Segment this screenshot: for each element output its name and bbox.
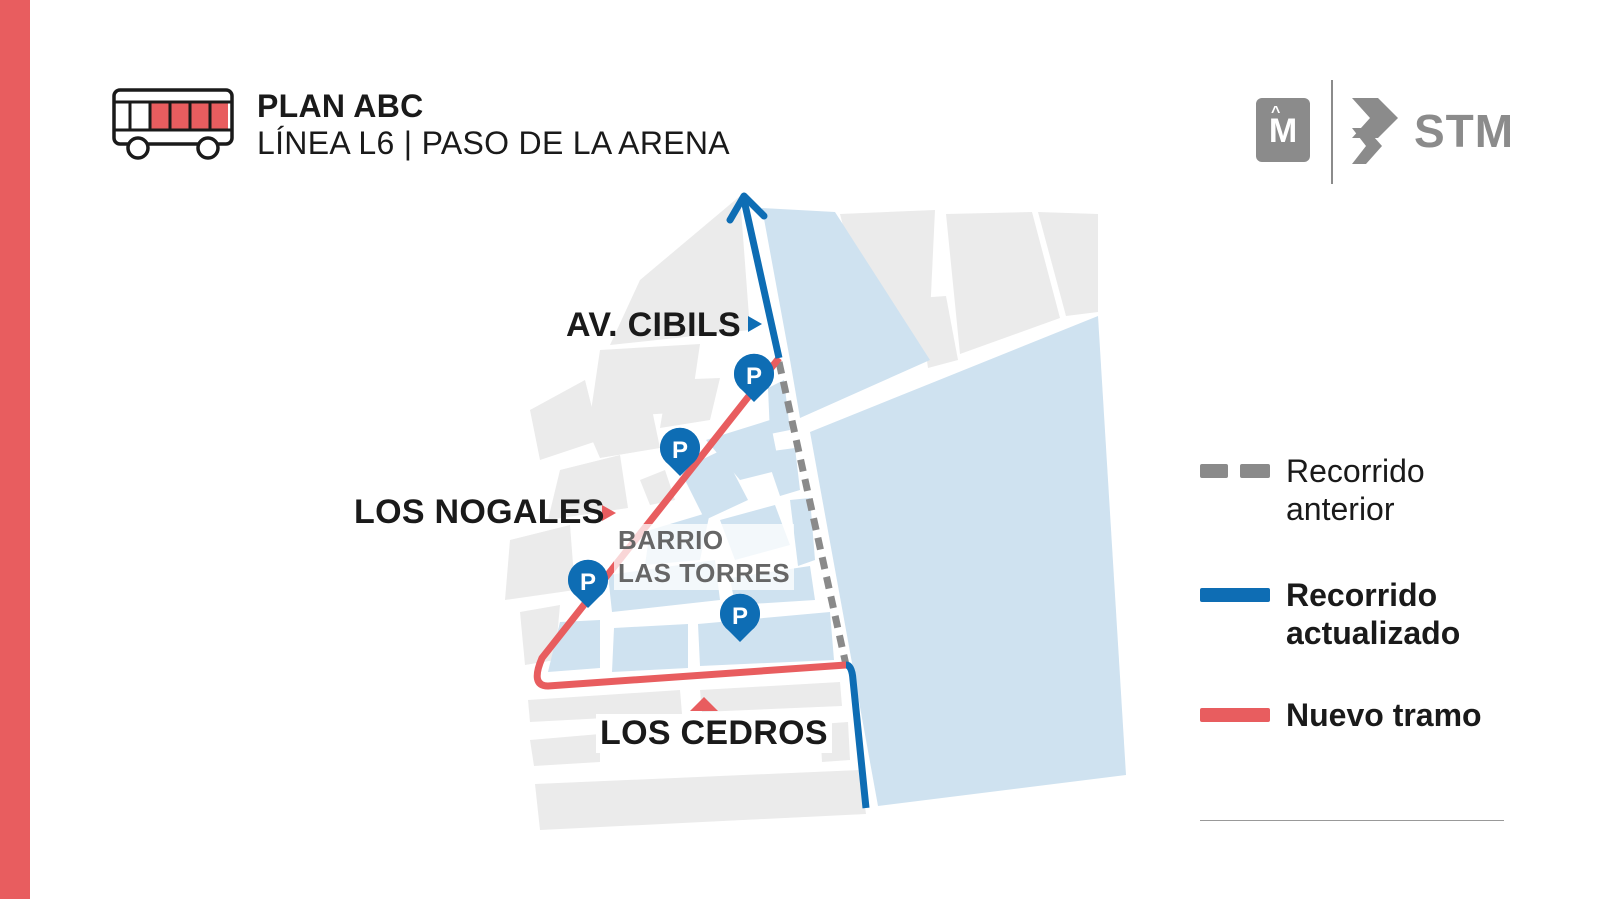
stm-chevron-icon — [1352, 98, 1398, 164]
stm-logo: ^ M STM — [1256, 80, 1513, 184]
stop-marker[interactable]: P — [734, 322, 774, 402]
legend-label-updated-2: actualizado — [1286, 615, 1461, 651]
label-barrio: BARRIO LAS TORRES — [614, 524, 795, 590]
label-los-cedros: LOS CEDROS — [596, 714, 832, 753]
pointer-los-cedros-icon — [690, 697, 718, 711]
legend-label-new: Nuevo tramo — [1286, 697, 1482, 733]
stop-marker[interactable]: P — [720, 593, 760, 642]
barrio-line2: LAS TORRES — [614, 557, 795, 590]
route-new-segment — [533, 355, 847, 690]
route-previous — [775, 361, 850, 666]
label-los-nogales: LOS NOGALES — [354, 493, 605, 531]
barrio-line1: BARRIO — [614, 524, 795, 557]
legend-swatch-dashed — [1200, 464, 1270, 478]
city-blocks — [505, 196, 1098, 830]
logo-text: STM — [1414, 105, 1515, 157]
pointer-los-nogales-icon — [602, 505, 616, 521]
route-updated-north — [740, 199, 783, 359]
legend-label-previous-1: Recorrido — [1286, 453, 1425, 489]
logo-mark: M — [1268, 112, 1298, 150]
svg-text:P: P — [580, 569, 596, 596]
svg-text:P: P — [672, 437, 688, 464]
logo-divider — [1331, 80, 1333, 184]
legend-swatch-blue — [1200, 588, 1270, 602]
stop-marker[interactable]: P — [660, 427, 700, 476]
legend-label-updated-1: Recorrido — [1286, 577, 1438, 613]
page-subtitle: LÍNEA L6 | PASO DE LA ARENA — [257, 125, 730, 161]
page-title: PLAN ABC — [257, 88, 424, 124]
pointer-av-cibils-icon — [748, 316, 762, 332]
bus-icon — [112, 88, 234, 160]
svg-text:P: P — [732, 603, 748, 630]
direction-arrow-icon — [726, 192, 768, 224]
montevideo-logo-icon — [1256, 98, 1310, 162]
accent-bar — [0, 0, 30, 899]
svg-text:P: P — [746, 363, 762, 390]
route-updated — [845, 661, 870, 809]
served-area — [548, 208, 1126, 806]
label-av-cibils: AV. CIBILS — [566, 306, 741, 344]
stop-marker[interactable]: P — [568, 559, 609, 608]
legend-label-previous-2: anterior — [1286, 491, 1395, 527]
legend-swatch-red — [1200, 708, 1270, 722]
legend-divider — [1200, 820, 1504, 821]
